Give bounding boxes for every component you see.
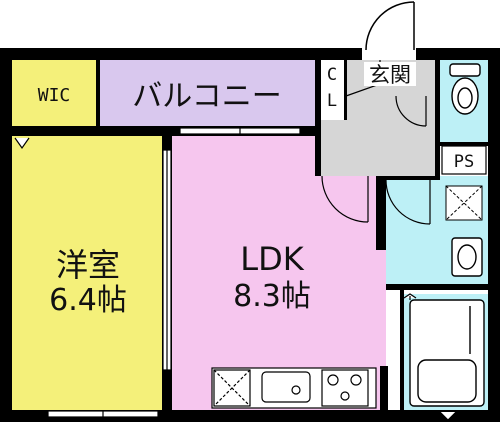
- ps-label: PS: [454, 152, 474, 172]
- entrance-label-bg: [364, 62, 416, 86]
- ldk-size: 8.3帖: [233, 279, 311, 314]
- ps-box: [441, 145, 487, 175]
- bathtub: [409, 299, 485, 407]
- balcony-area: [100, 60, 315, 126]
- ldk-name: LDK: [240, 240, 304, 278]
- closet-c-label: C: [327, 65, 337, 85]
- ldk-corridor-area: [320, 176, 386, 236]
- western-room-name: 洋室: [56, 246, 120, 284]
- toilet-fixture: [449, 63, 481, 115]
- entrance-door: [362, 0, 416, 51]
- western-room-size: 6.4帖: [49, 283, 127, 318]
- balcony-label: バルコニー: [132, 79, 281, 114]
- wic-area: [12, 60, 96, 126]
- closet-area: [320, 60, 344, 120]
- closet-l-label: L: [327, 91, 337, 111]
- washbasin: [451, 237, 483, 277]
- wic-label: WIC: [38, 85, 71, 106]
- entrance-area: [320, 120, 435, 176]
- washing-machine-space: [445, 185, 483, 221]
- kitchen-counter: [211, 367, 377, 409]
- western-room-area: [12, 136, 162, 410]
- windows: [47, 127, 301, 418]
- entrance-label: 玄関: [369, 63, 411, 87]
